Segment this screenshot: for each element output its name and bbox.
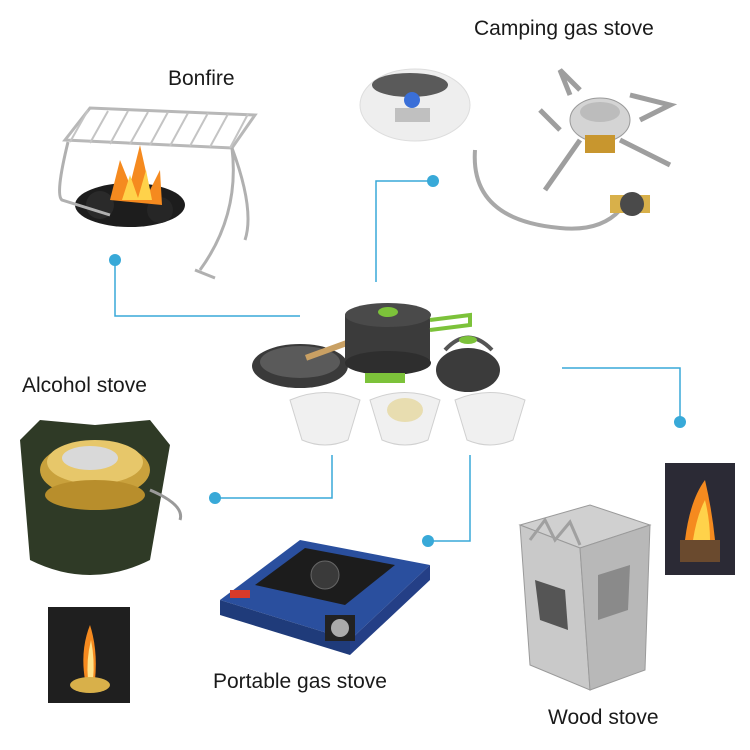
bonfire-grill-image bbox=[58, 106, 258, 280]
connector-dot-bonfire bbox=[109, 254, 121, 266]
connector-dot-alcohol bbox=[209, 492, 221, 504]
label-camping-gas-stove: Camping gas stove bbox=[474, 17, 654, 40]
alcohol-stove-image bbox=[20, 420, 183, 575]
connector-dot-camping bbox=[427, 175, 439, 187]
connector-dot-wood bbox=[674, 416, 686, 428]
wood-fire-photo bbox=[665, 463, 735, 575]
connector-camping bbox=[375, 180, 433, 282]
connector-portable bbox=[428, 455, 471, 542]
wood-stove-image bbox=[518, 504, 652, 691]
alcohol-flame-photo bbox=[48, 607, 130, 703]
label-portable-gas-stove: Portable gas stove bbox=[213, 670, 387, 693]
connector-bonfire bbox=[114, 260, 300, 317]
connector-alcohol bbox=[215, 455, 333, 499]
camping-stove-inset-image bbox=[359, 68, 471, 142]
camping-gas-stove-image bbox=[472, 68, 678, 231]
label-alcohol-stove: Alcohol stove bbox=[22, 374, 147, 397]
portable-gas-stove-image bbox=[220, 540, 430, 655]
label-wood-stove: Wood stove bbox=[548, 706, 659, 729]
connector-lines bbox=[109, 175, 686, 547]
connector-wood bbox=[562, 367, 681, 422]
label-bonfire: Bonfire bbox=[168, 67, 235, 90]
cookware-set-image bbox=[252, 303, 526, 446]
connector-dot-portable bbox=[422, 535, 434, 547]
